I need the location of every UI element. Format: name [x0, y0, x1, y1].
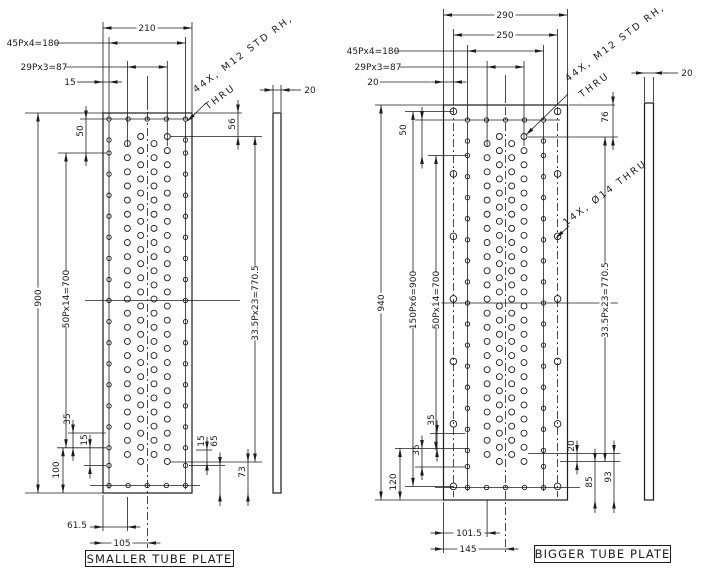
dimension: 15: [197, 435, 209, 475]
svg-text:45Px4=180: 45Px4=180: [347, 47, 400, 57]
dimension: 105: [90, 537, 161, 549]
dimension: 20: [367, 78, 467, 88]
svg-text:35: 35: [427, 414, 437, 425]
svg-text:61.5: 61.5: [67, 521, 87, 531]
svg-text:15: 15: [64, 78, 75, 88]
dimension: 250: [453, 29, 558, 41]
dimension: 145: [430, 543, 519, 555]
svg-text:65: 65: [210, 435, 220, 446]
dimension: 33.5Px23=770.5: [599, 137, 611, 462]
dimension: 20: [631, 69, 693, 79]
svg-text:15: 15: [80, 434, 90, 445]
svg-text:20: 20: [304, 86, 316, 96]
svg-text:20: 20: [367, 78, 379, 88]
dimension: 50Px14=700: [430, 155, 442, 451]
svg-text:85: 85: [585, 476, 595, 487]
svg-text:120: 120: [389, 473, 399, 490]
title-bigger-tube-plate: BIGGER TUBE PLATE: [534, 545, 671, 563]
dimension: 35: [63, 413, 75, 461]
dimension: 76: [601, 92, 615, 150]
dimension: 20: [260, 86, 316, 96]
dimension: 100: [52, 447, 65, 493]
bigger-tube-plate-view: [442, 104, 569, 501]
dimension: 50Px14=700: [60, 153, 72, 448]
dimension: 93: [604, 440, 616, 513]
dimensions: 210 45Px4=180 29Px3=87 15 50 56 900 50Px14=700 3…: [7, 9, 693, 555]
dimension: 73: [238, 449, 250, 506]
svg-text:101.5: 101.5: [456, 529, 482, 539]
svg-text:29Px3=87: 29Px3=87: [355, 63, 402, 73]
svg-text:900: 900: [34, 289, 44, 306]
dimension: 900: [32, 113, 44, 493]
dimension: 15: [64, 78, 122, 88]
dimension: 45Px4=180: [347, 47, 544, 57]
dimension: 120: [389, 448, 402, 500]
svg-text:250: 250: [496, 31, 513, 41]
dimension: 65: [210, 435, 222, 506]
dimension: 290: [443, 9, 568, 21]
dimension: 210: [103, 22, 192, 34]
svg-text:45Px4=180: 45Px4=180: [7, 39, 60, 49]
extension-lines: [25, 9, 678, 553]
svg-text:33.5Px23=770.5: 33.5Px23=770.5: [601, 262, 611, 338]
dimension: 45Px4=180: [7, 39, 186, 49]
dimension: 50: [399, 107, 424, 169]
dimension: 85: [585, 448, 597, 513]
svg-text:56: 56: [228, 118, 238, 130]
dimension: 20: [567, 440, 579, 475]
svg-text:50Px14=700: 50Px14=700: [432, 271, 442, 330]
smaller-tube-plate-side-view: [272, 112, 282, 494]
svg-text:105: 105: [113, 539, 130, 549]
svg-text:35: 35: [412, 444, 422, 455]
svg-text:73: 73: [238, 466, 248, 477]
svg-text:100: 100: [52, 461, 62, 478]
svg-text:20: 20: [567, 440, 577, 452]
svg-text:940: 940: [377, 294, 387, 311]
dimension: 50: [76, 106, 88, 166]
dimension: 35: [427, 414, 439, 462]
dimension: 35: [412, 435, 424, 480]
dimension: 15: [80, 434, 92, 479]
svg-text:210: 210: [138, 24, 155, 34]
dimension: 101.5: [430, 527, 501, 539]
svg-text:145: 145: [459, 545, 476, 555]
svg-text:290: 290: [496, 11, 513, 21]
dimension: 150Px6=900: [407, 111, 419, 487]
hole-callout-label: 44X, M12 STD RH,: [563, 2, 667, 84]
bigger-tube-plate-side-view: [643, 102, 655, 501]
svg-text:29Px3=87: 29Px3=87: [21, 63, 68, 73]
svg-text:33.5Px23=770.5: 33.5Px23=770.5: [251, 265, 261, 341]
svg-text:15: 15: [197, 435, 207, 446]
dimension: 33.5Px23=770.5: [249, 136, 261, 462]
dimension: 29Px3=87: [21, 63, 168, 73]
hole-callout-label: 44X, M12 STD RH,: [191, 13, 295, 95]
dimension: 29Px3=87: [355, 63, 524, 73]
dimension: 56: [228, 100, 240, 150]
svg-text:150Px6=900: 150Px6=900: [409, 271, 419, 330]
bigger-tube-plate-tube-holes: [483, 133, 528, 465]
title-smaller-tube-plate: SMALLER TUBE PLATE: [85, 550, 234, 567]
svg-text:93: 93: [604, 471, 614, 482]
svg-text:50: 50: [76, 125, 86, 137]
svg-text:76: 76: [601, 111, 611, 123]
svg-text:20: 20: [681, 69, 693, 79]
dimension: 61.5: [67, 521, 141, 531]
svg-text:50: 50: [399, 124, 409, 136]
svg-text:50Px14=700: 50Px14=700: [62, 270, 72, 329]
svg-text:35: 35: [63, 413, 73, 424]
dimension: 940: [375, 105, 387, 500]
